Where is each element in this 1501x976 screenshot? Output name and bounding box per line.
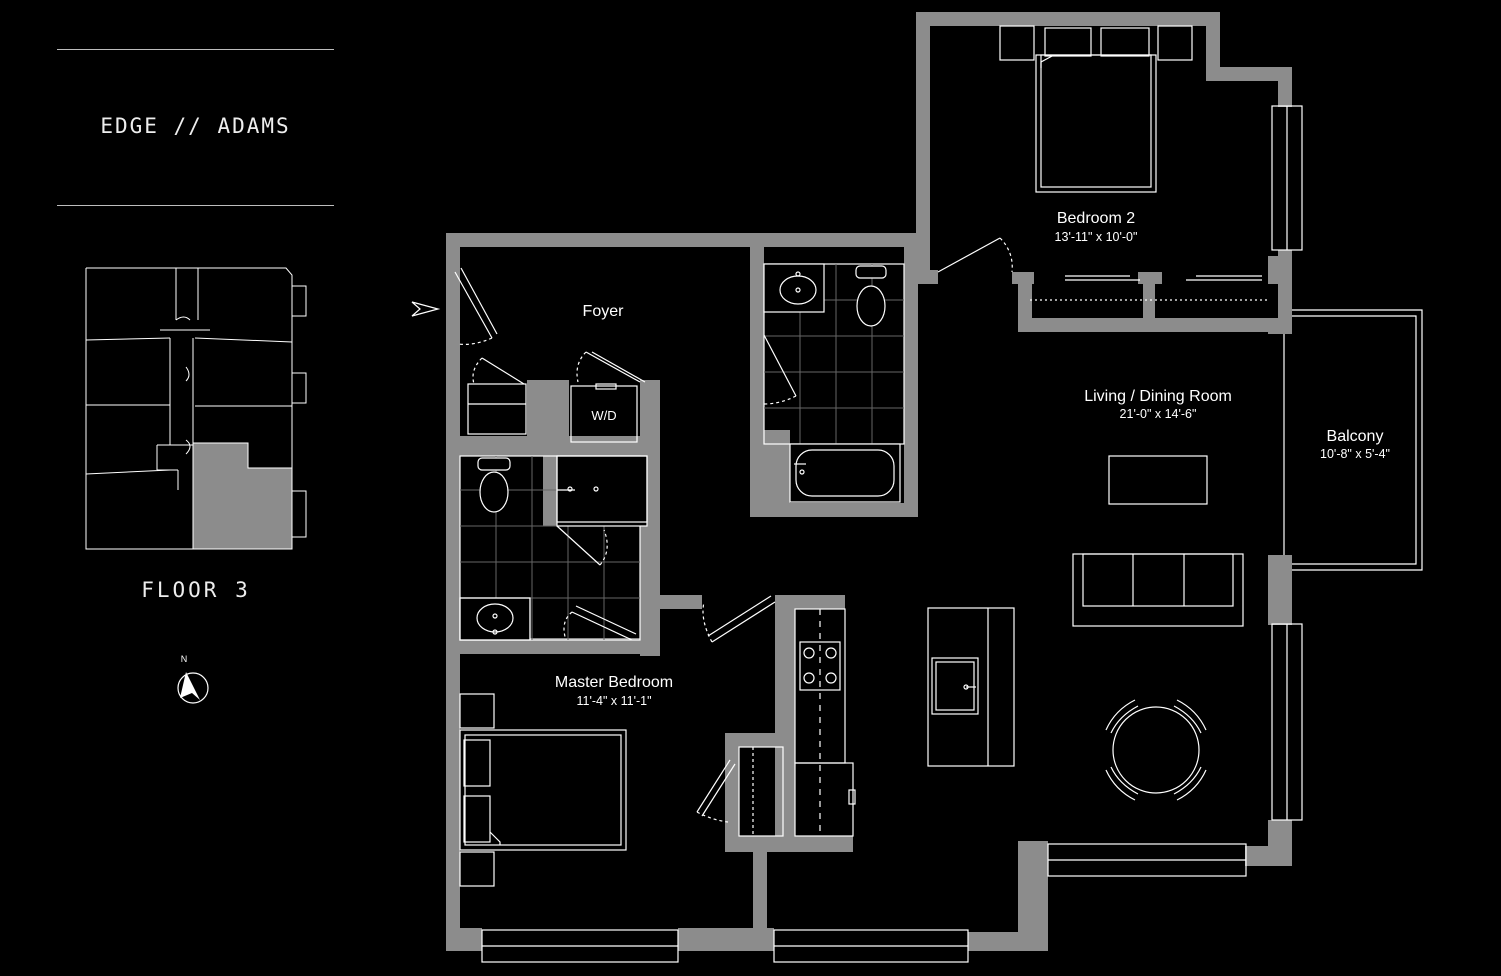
master-bed	[459, 729, 627, 851]
room-name-master-bedroom: Master Bedroom	[555, 674, 673, 691]
washer-dryer	[570, 385, 638, 443]
room-name-balcony: Balcony	[1327, 428, 1384, 445]
room-name-bedroom-2: Bedroom 2	[1057, 210, 1135, 227]
entry-arrow-icon	[411, 301, 441, 317]
room-dims-bedroom-2: 13'-11" x 10'-0"	[1055, 230, 1138, 244]
windows	[481, 105, 1303, 963]
wall-br2-top	[916, 12, 1220, 26]
dining-table	[1112, 706, 1200, 794]
room-dims-balcony: 10'-8" x 5'-4"	[1320, 447, 1390, 461]
compass-label: N	[181, 654, 188, 664]
wall-br2-left	[916, 12, 930, 284]
kitchen-island	[927, 607, 1015, 767]
north-arrow-icon: N	[177, 654, 209, 704]
room-labels: Foyer Bedroom 2 13'-11" x 10'-0" Living …	[555, 210, 1390, 708]
balcony-outline	[1283, 309, 1423, 571]
washer-dryer-label: W/D	[591, 408, 616, 423]
room-name-foyer: Foyer	[583, 303, 625, 320]
key-plan-highlighted-unit	[192, 442, 293, 550]
room-dims-living-dining: 21'-0" x 14'-6"	[1120, 407, 1197, 421]
wall-top-foyer	[446, 233, 918, 247]
coffee-table	[1108, 455, 1208, 505]
room-name-living-dining: Living / Dining Room	[1084, 388, 1232, 405]
brand-title: EDGE // ADAMS	[100, 114, 291, 138]
key-plan-outline	[85, 267, 293, 550]
top-rule	[57, 49, 334, 50]
floor-label: FLOOR 3	[141, 578, 251, 602]
wall-layer	[446, 12, 1292, 951]
key-plan	[85, 267, 307, 550]
room-dims-master-bedroom: 11'-4" x 11'-1"	[576, 694, 651, 708]
bedroom-2-bed	[1035, 54, 1157, 193]
sofa	[1072, 553, 1244, 627]
fixtures	[411, 25, 1268, 887]
bottom-rule	[57, 205, 334, 206]
